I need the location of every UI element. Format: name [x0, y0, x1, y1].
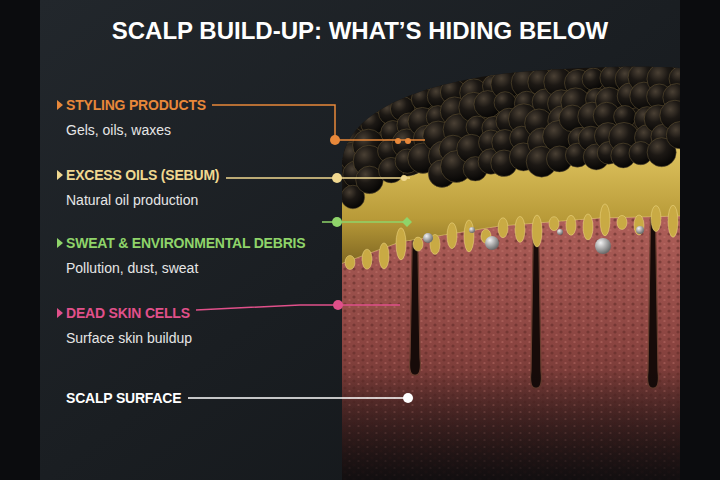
layer-heading: STYLING PRODUCTS	[66, 96, 206, 114]
layer-heading: EXCESS OILS (SEBUM)	[66, 166, 219, 184]
skin-texture	[330, 212, 690, 480]
debris-particle	[469, 227, 475, 233]
leader-line	[212, 105, 425, 145]
sebum-drip	[379, 243, 389, 269]
bottom-fade	[330, 370, 690, 480]
layer-heading: SWEAT & ENVIRONMENTAL DEBRIS	[66, 234, 305, 252]
leader-dot	[395, 138, 401, 144]
bullet-triangle	[57, 308, 63, 318]
leader-dot	[332, 173, 342, 183]
sebum-drip	[668, 205, 678, 237]
layer-description: Gels, oils, waxes	[66, 121, 171, 139]
title: SCALP BUILD-UP: WHAT’S HIDING BELOW	[40, 16, 680, 46]
bullet-markers	[57, 100, 63, 318]
layer-description: Surface skin buildup	[66, 329, 192, 347]
leader-line	[196, 300, 400, 310]
sebum-drip	[634, 215, 644, 235]
debris-particle	[557, 229, 563, 235]
debris-particle	[595, 238, 611, 254]
sebum-drip	[498, 218, 508, 238]
debris-particles	[423, 226, 644, 254]
sebum-drip	[617, 215, 627, 229]
leader-path	[212, 105, 425, 140]
leader-dot	[401, 175, 407, 181]
sebum-drip	[396, 228, 406, 260]
sebum-drip	[464, 220, 474, 252]
leader-dot	[403, 393, 413, 403]
sebum-drip	[583, 214, 593, 240]
product-blobs	[322, 63, 694, 209]
sebum-drip	[515, 216, 525, 242]
leader-dot	[332, 217, 342, 227]
sebum-drip	[651, 206, 661, 232]
sebum-drip	[549, 217, 559, 231]
layer-heading: DEAD SKIN CELLS	[66, 304, 190, 322]
leader-line	[322, 217, 412, 227]
leader-line	[188, 393, 413, 403]
sebum-drips	[345, 204, 678, 270]
sebum-drip	[345, 255, 355, 269]
sebum-drip	[362, 249, 372, 269]
leader-path	[188, 397, 408, 399]
layer-description: Natural oil production	[66, 191, 198, 209]
sebum-drip	[600, 204, 610, 236]
leader-dot	[330, 135, 340, 145]
sebum-drip	[447, 223, 457, 249]
debris-particle	[636, 226, 644, 234]
bullet-triangle	[57, 170, 63, 180]
bullet-triangle	[57, 100, 63, 110]
sebum-drip	[566, 215, 576, 235]
right-margin	[680, 0, 720, 480]
leader-path	[196, 305, 400, 310]
layer-description: Pollution, dust, sweat	[66, 259, 198, 277]
sebum-drip	[413, 237, 423, 251]
skin-layer	[330, 212, 690, 480]
leader-dot	[405, 138, 411, 144]
debris-particle	[423, 233, 433, 243]
leader-path	[226, 177, 410, 179]
scalp-section	[322, 60, 694, 480]
surface-label: SCALP SURFACE	[66, 389, 181, 407]
leader-dot	[333, 300, 343, 310]
debris-particle	[485, 236, 499, 250]
leader-line	[226, 173, 410, 183]
sebum-drip	[532, 215, 542, 247]
dome-base	[330, 60, 690, 480]
leader-diamond	[402, 217, 412, 227]
bullet-triangle	[57, 238, 63, 248]
